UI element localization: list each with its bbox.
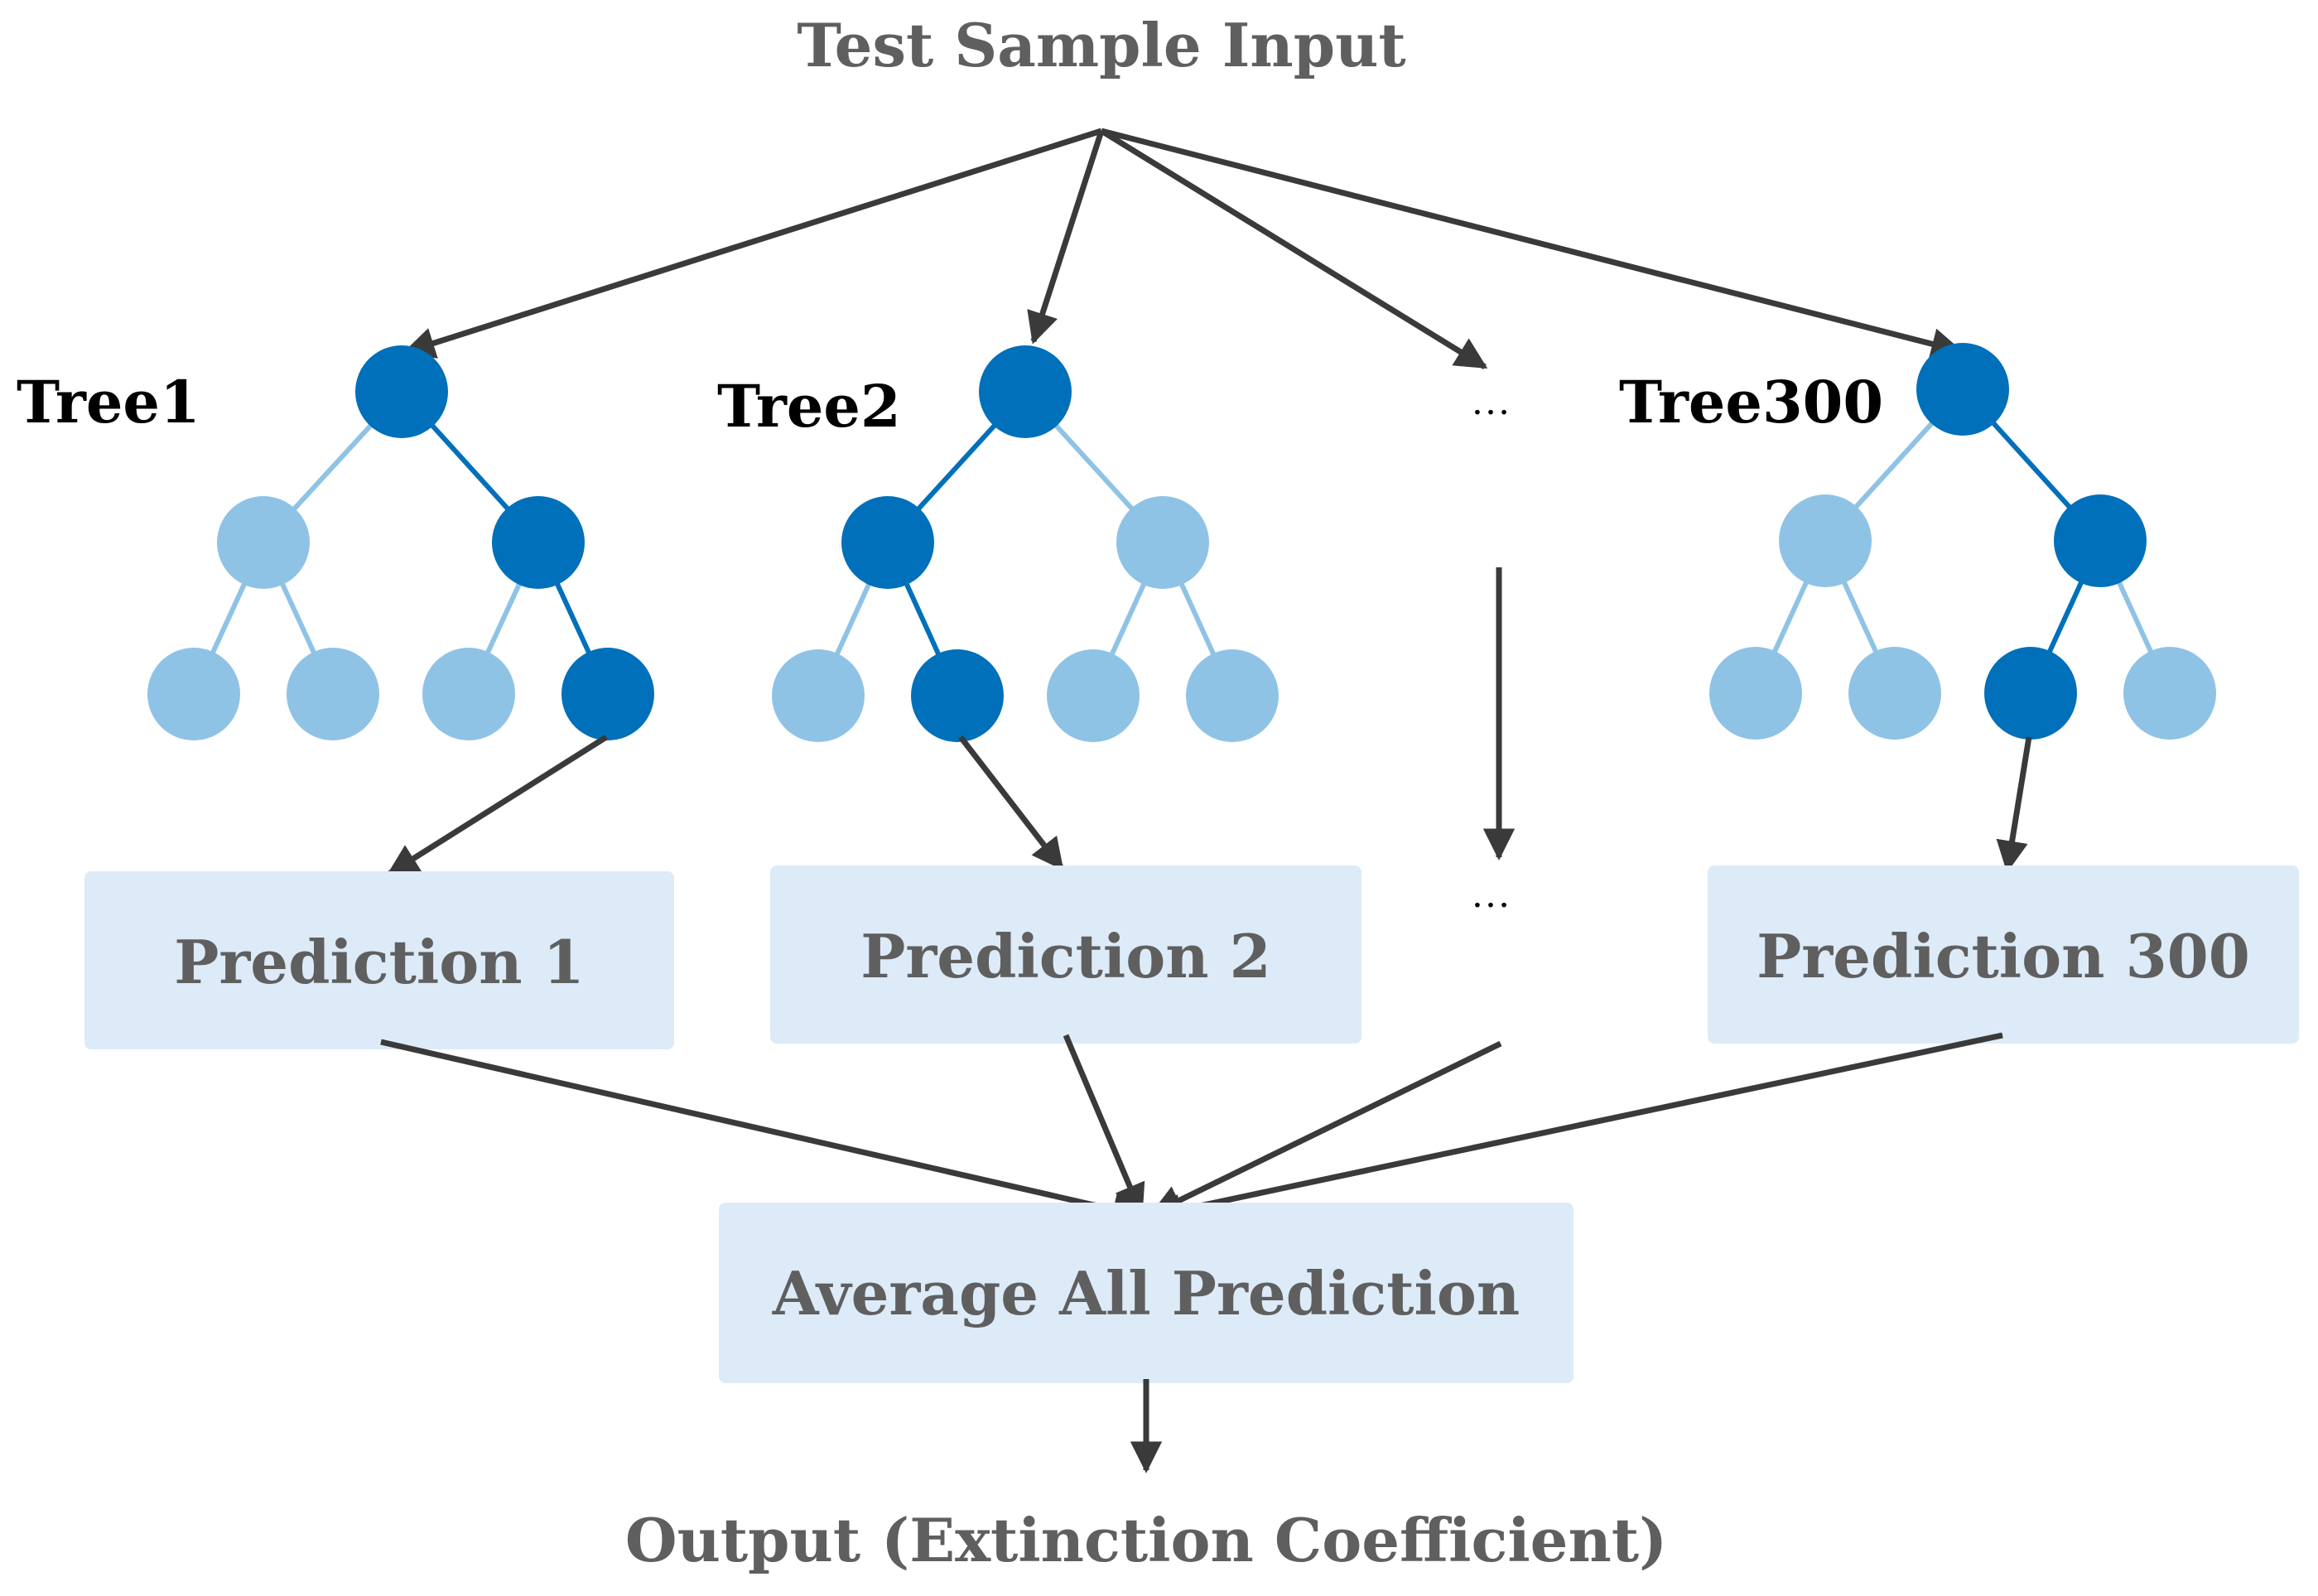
tree1-label: Tree1 — [17, 368, 200, 436]
tree-leaf — [287, 648, 379, 740]
arrow-ellipsis-to-average — [1149, 1040, 1502, 1217]
input-arrows — [402, 128, 1964, 369]
arrow-tree2-to-prediction2 — [958, 735, 1064, 871]
tree-leaf — [2123, 647, 2216, 740]
tree1 — [147, 345, 654, 740]
tree-leaf — [1047, 649, 1140, 742]
tree-leaf — [1848, 647, 1941, 740]
prediction-1-box: Prediction 1 — [84, 871, 674, 1049]
average-box: Average All Prediction — [719, 1203, 1573, 1383]
tree-node-root — [355, 345, 448, 438]
arrow-prediction1-to-average — [380, 1039, 1145, 1226]
arrow-input-to-tree300 — [1101, 128, 1964, 360]
tree300-label: Tree300 — [1619, 368, 1883, 436]
arrow-tree1-to-prediction1 — [386, 735, 608, 876]
prediction-2-label: Prediction 2 — [860, 921, 1271, 991]
tree-node-root — [1916, 343, 2009, 436]
prediction-1-label: Prediction 1 — [174, 927, 585, 997]
prediction-300-label: Prediction 300 — [1757, 921, 2250, 991]
tree-leaf — [422, 648, 515, 740]
leaf-to-prediction-arrows — [386, 567, 2032, 876]
average-label: Average All Prediction — [772, 1258, 1520, 1328]
tree-leaf-selected — [1984, 647, 2077, 740]
tree-leaf-selected — [911, 649, 1004, 742]
title-test-sample-input: Test Sample Input — [797, 10, 1405, 80]
arrow-tree300-to-prediction300 — [1996, 736, 2032, 873]
arrow-input-to-ellipsis — [1100, 128, 1488, 369]
prediction-to-average-arrows — [380, 1032, 2003, 1226]
tree2-label: Tree2 — [717, 372, 901, 441]
prediction-300-box: Prediction 300 — [1708, 866, 2299, 1044]
output-label: Output (Extinction Coefficient) — [625, 1505, 1667, 1575]
tree-node-root — [979, 345, 1072, 438]
ellipsis-trees: … — [1471, 379, 1511, 423]
tree2-nodes — [772, 345, 1279, 742]
prediction-2-box: Prediction 2 — [770, 866, 1361, 1044]
arrow-prediction300-to-average — [1149, 1032, 2003, 1226]
arrow-input-to-tree2 — [1027, 129, 1105, 345]
arrow-prediction2-to-average — [1063, 1034, 1145, 1217]
tree-leaf — [147, 648, 240, 740]
tree-leaf-selected — [561, 648, 654, 740]
tree2 — [772, 345, 1279, 742]
tree-node — [841, 496, 934, 589]
tree300-nodes — [1709, 343, 2216, 740]
tree-node — [1779, 494, 1872, 587]
ellipsis-predictions: … — [1471, 872, 1511, 916]
tree300 — [1709, 343, 2216, 740]
tree-leaf — [1186, 649, 1279, 742]
tree-node — [1116, 496, 1209, 589]
tree-node — [492, 496, 585, 589]
arrow-input-to-tree1 — [402, 128, 1103, 359]
tree1-nodes — [147, 345, 654, 740]
tree-leaf — [772, 649, 865, 742]
tree-node — [217, 496, 310, 589]
tree-leaf — [1709, 647, 1802, 740]
tree-node — [2054, 494, 2147, 587]
